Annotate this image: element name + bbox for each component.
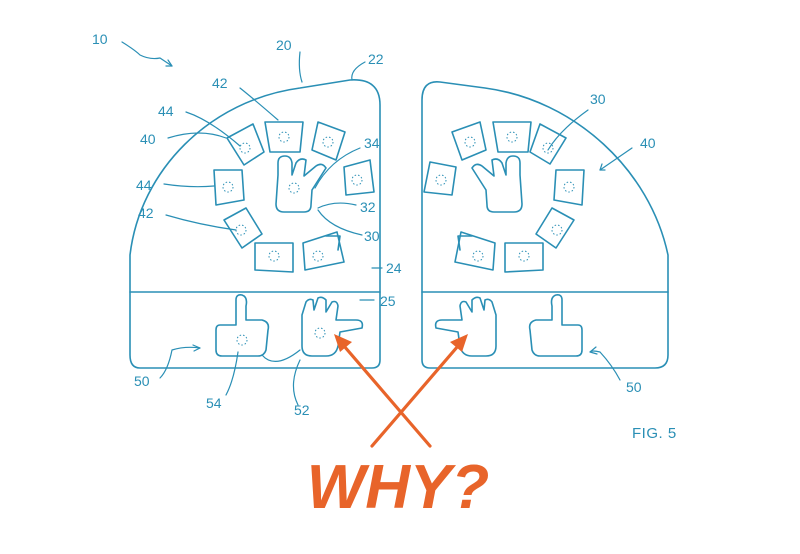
figure-label: FIG. 5 [632,425,677,442]
overlay-arrow-line [342,344,432,448]
overlay-arrow-line [370,344,460,448]
overlay-arrowhead [334,334,352,352]
left-dial-dot [351,174,363,186]
left-dial-segment [343,159,375,196]
left-center-hand-icon [275,155,327,213]
label-52: 52 [294,402,310,418]
left-dial-segment [223,207,263,249]
thumbs-up-dot [236,334,248,346]
left-panel-outline [129,79,381,369]
right-dial-dot [464,136,476,148]
left-dial-segments [213,121,375,273]
right-dial-dot [518,250,530,262]
left-dial-arrow-icon [325,235,341,251]
right-dial-segment [553,169,585,206]
right-pointing-hand-icon [434,296,497,357]
label-32: 32 [360,199,376,215]
left-dial-dot [278,131,290,143]
label-34: 34 [364,135,380,151]
right-dial-dot [506,131,518,143]
left-dial-segment [254,242,294,273]
left-dial-dot [312,250,324,262]
left-center-hand-dot [288,182,300,194]
right-dial-dot [472,250,484,262]
left-dial-segment [213,169,245,206]
left-dial-segment [264,121,304,153]
left-dial-segment [226,123,265,166]
overlay-arrows [334,334,468,448]
overlay-arrowhead [450,334,468,352]
label-54: 54 [206,395,222,411]
left-dial-dot [239,142,251,154]
left-dial-segment [311,121,346,161]
thumbs-up-hand-icon [215,294,270,357]
right-dial-segment [451,121,487,161]
right-dial-arrow-icon [457,235,473,251]
left-dial-dot [268,250,280,262]
label-30-left: 30 [364,228,380,244]
left-dial-dot [235,224,247,236]
right-panel-outline [421,81,669,369]
left-dial-dot [222,181,234,193]
right-dial-segment [492,121,532,153]
right-dial-dot [551,224,563,236]
label-42-mid: 42 [138,205,154,221]
label-30-right: 30 [590,91,606,107]
right-dial-dot [435,174,447,186]
right-dial-dot [542,142,554,154]
overlay-why-text: WHY? [307,453,490,522]
label-25: 25 [380,293,396,309]
left-dial-segment [302,231,345,271]
leader-lines [121,41,633,406]
pointing-hand-icon [301,296,364,357]
label-22: 22 [368,51,384,67]
label-44-top: 44 [158,103,174,119]
label-44-mid: 44 [136,177,152,193]
label-20: 20 [276,37,292,53]
right-thumbs-up-hand-icon [528,294,583,357]
right-dial-segment [454,231,496,271]
label-42-top: 42 [212,75,228,91]
right-dial-segment [535,207,575,249]
label-50-left: 50 [134,373,150,389]
right-dial-dot [563,181,575,193]
label-24: 24 [386,260,402,276]
right-center-hand-icon [471,155,523,213]
label-10: 10 [92,31,108,47]
label-40-right: 40 [640,135,656,151]
label-40-left: 40 [140,131,156,147]
right-dial-segment [504,242,544,273]
label-50-right: 50 [626,379,642,395]
right-dial-segments [423,121,585,273]
pointing-hand-dot [314,327,326,339]
right-dial-segment [423,161,457,196]
right-dial-segment [529,123,567,165]
left-dial-dot [322,136,334,148]
